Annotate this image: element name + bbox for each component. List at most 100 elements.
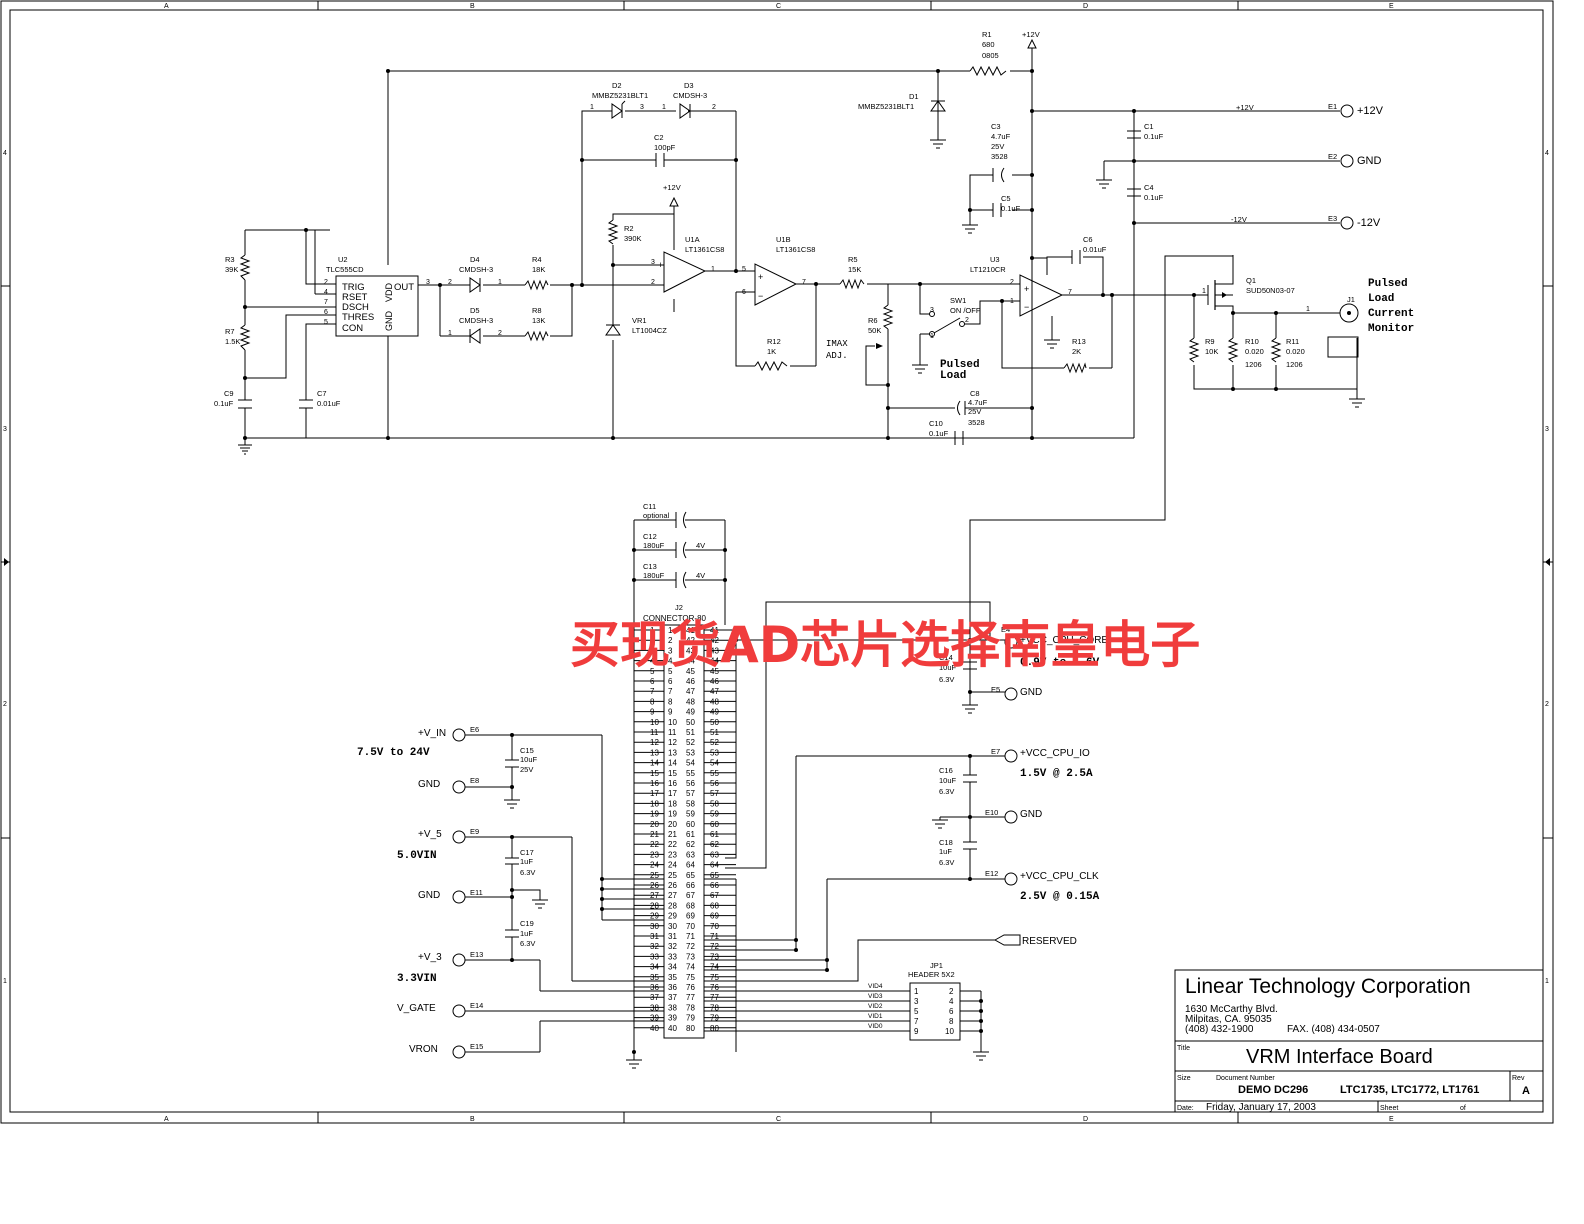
capacitor-c12 (675, 541, 687, 559)
svg-text:C8: C8 (970, 389, 980, 398)
svg-text:2: 2 (448, 279, 452, 286)
svg-text:6: 6 (949, 1007, 954, 1016)
svg-text:C15: C15 (520, 746, 534, 755)
svg-text:3: 3 (640, 104, 644, 111)
svg-text:THRES: THRES (342, 312, 374, 323)
svg-text:+VCC_CPU_CLK: +VCC_CPU_CLK (1020, 871, 1099, 882)
resistor-r11 (1270, 337, 1282, 363)
svg-text:1K: 1K (767, 347, 776, 356)
j2-pin-number: 9 (650, 708, 655, 717)
j2-pin-number: 12 (650, 738, 659, 747)
drawing-title: VRM Interface Board (1246, 1046, 1433, 1068)
svg-text:E1: E1 (1328, 102, 1337, 111)
company-address: 1630 McCarthy Blvd. (1185, 1004, 1278, 1015)
j2-pin-number: 71 (686, 932, 695, 941)
svg-text:−: − (1024, 302, 1029, 312)
svg-text:2: 2 (498, 330, 502, 337)
ground-icon (238, 139, 1365, 455)
j2-pin-number: 68 (686, 901, 695, 910)
svg-text:E12: E12 (985, 869, 998, 878)
capacitor-c8 (957, 400, 966, 416)
svg-text:C17: C17 (520, 848, 534, 857)
svg-text:100pF: 100pF (654, 143, 676, 152)
j2-pin-number: 14 (650, 759, 659, 768)
bnc-connector-j1 (1327, 303, 1359, 358)
j2-pin-number: 77 (710, 993, 719, 1002)
row-label: 2 (3, 701, 7, 708)
svg-text:0.1uF: 0.1uF (929, 429, 949, 438)
j2-pin-number: 51 (686, 728, 695, 737)
svg-text:C9: C9 (224, 389, 234, 398)
svg-text:R5: R5 (848, 255, 858, 264)
svg-text:10K: 10K (1205, 347, 1218, 356)
j2-pin-number: 18 (668, 799, 677, 808)
svg-text:10uF: 10uF (939, 776, 957, 785)
svg-text:5: 5 (324, 319, 328, 326)
j2-pin-number: 21 (668, 830, 677, 839)
svg-text:7: 7 (802, 279, 806, 286)
j2-pin-number: 55 (710, 769, 719, 778)
svg-text:180uF: 180uF (643, 541, 665, 550)
svg-text:13K: 13K (532, 316, 545, 325)
j2-pin-number: 79 (710, 1014, 719, 1023)
j2-pin-number: 61 (710, 830, 719, 839)
svg-text:E15: E15 (470, 1042, 483, 1051)
svg-text:R9: R9 (1205, 337, 1215, 346)
j2-pin-number: 74 (686, 963, 695, 972)
svg-text:5: 5 (914, 1007, 919, 1016)
j2-pin-number: 18 (650, 799, 659, 808)
power-arrow-icon (669, 196, 679, 207)
company-fax: FAX. (408) 434-0507 (1287, 1024, 1380, 1035)
svg-text:7: 7 (1068, 289, 1072, 296)
svg-text:25V: 25V (968, 407, 981, 416)
svg-text:VDD: VDD (384, 282, 394, 302)
svg-text:GND: GND (1357, 155, 1382, 167)
svg-text:50K: 50K (868, 326, 881, 335)
j2-pin-number: 17 (668, 789, 677, 798)
top-circuit-components: +− +− +− (238, 38, 1365, 455)
j2-pin-number: 1 (668, 626, 673, 635)
capacitor-c13 (675, 571, 687, 589)
svg-text:6.3V: 6.3V (939, 675, 954, 684)
svg-text:R12: R12 (767, 337, 781, 346)
j2-pin-number: 20 (668, 820, 677, 829)
resistor-r9 (1188, 337, 1200, 363)
capacitor-c1 (1127, 130, 1141, 139)
svg-text:C2: C2 (654, 133, 664, 142)
svg-text:Pulsed: Pulsed (1368, 278, 1408, 290)
drawing-date: Friday, January 17, 2003 (1206, 1102, 1316, 1113)
j2-pin-number: 76 (710, 983, 719, 992)
j2-pin-number: 37 (650, 993, 659, 1002)
drawing-frame: A B C D E A B C D E 4 3 2 1 4 3 2 1 (0, 0, 1554, 1124)
svg-text:2K: 2K (1072, 347, 1081, 356)
j2-pin-number: 7 (668, 687, 673, 696)
svg-text:3.3VIN: 3.3VIN (397, 973, 437, 985)
j2-pin-number: 33 (668, 952, 677, 961)
svg-text:7: 7 (914, 1017, 919, 1026)
svg-text:VID1: VID1 (868, 1013, 883, 1020)
svg-text:J2: J2 (675, 603, 683, 612)
j2-pin-number: 52 (710, 738, 719, 747)
svg-text:2: 2 (949, 987, 954, 996)
svg-text:6: 6 (742, 289, 746, 296)
svg-text:MMBZ5231BLT1: MMBZ5231BLT1 (592, 91, 648, 100)
j2-pin-number: 57 (710, 789, 719, 798)
svg-text:680: 680 (982, 40, 995, 49)
j2-pin-number: 33 (650, 952, 659, 961)
svg-text:1uF: 1uF (520, 929, 533, 938)
svg-text:D3: D3 (684, 81, 694, 90)
j2-pin-number: 66 (710, 881, 719, 890)
svg-text:VR1: VR1 (632, 316, 647, 325)
svg-text:1uF: 1uF (520, 857, 533, 866)
col-label: D (1083, 3, 1088, 10)
j2-pin-number: 2 (668, 636, 673, 645)
svg-text:1206: 1206 (1286, 360, 1303, 369)
connector-j2 (663, 624, 705, 1039)
j2-pin-number: 12 (668, 738, 677, 747)
svg-text:C14: C14 (939, 653, 953, 662)
svg-text:1: 1 (930, 333, 934, 340)
j2-pin-number: 39 (668, 1014, 677, 1023)
row-label: 4 (1545, 150, 1549, 157)
j2-pin-number: 15 (668, 769, 677, 778)
